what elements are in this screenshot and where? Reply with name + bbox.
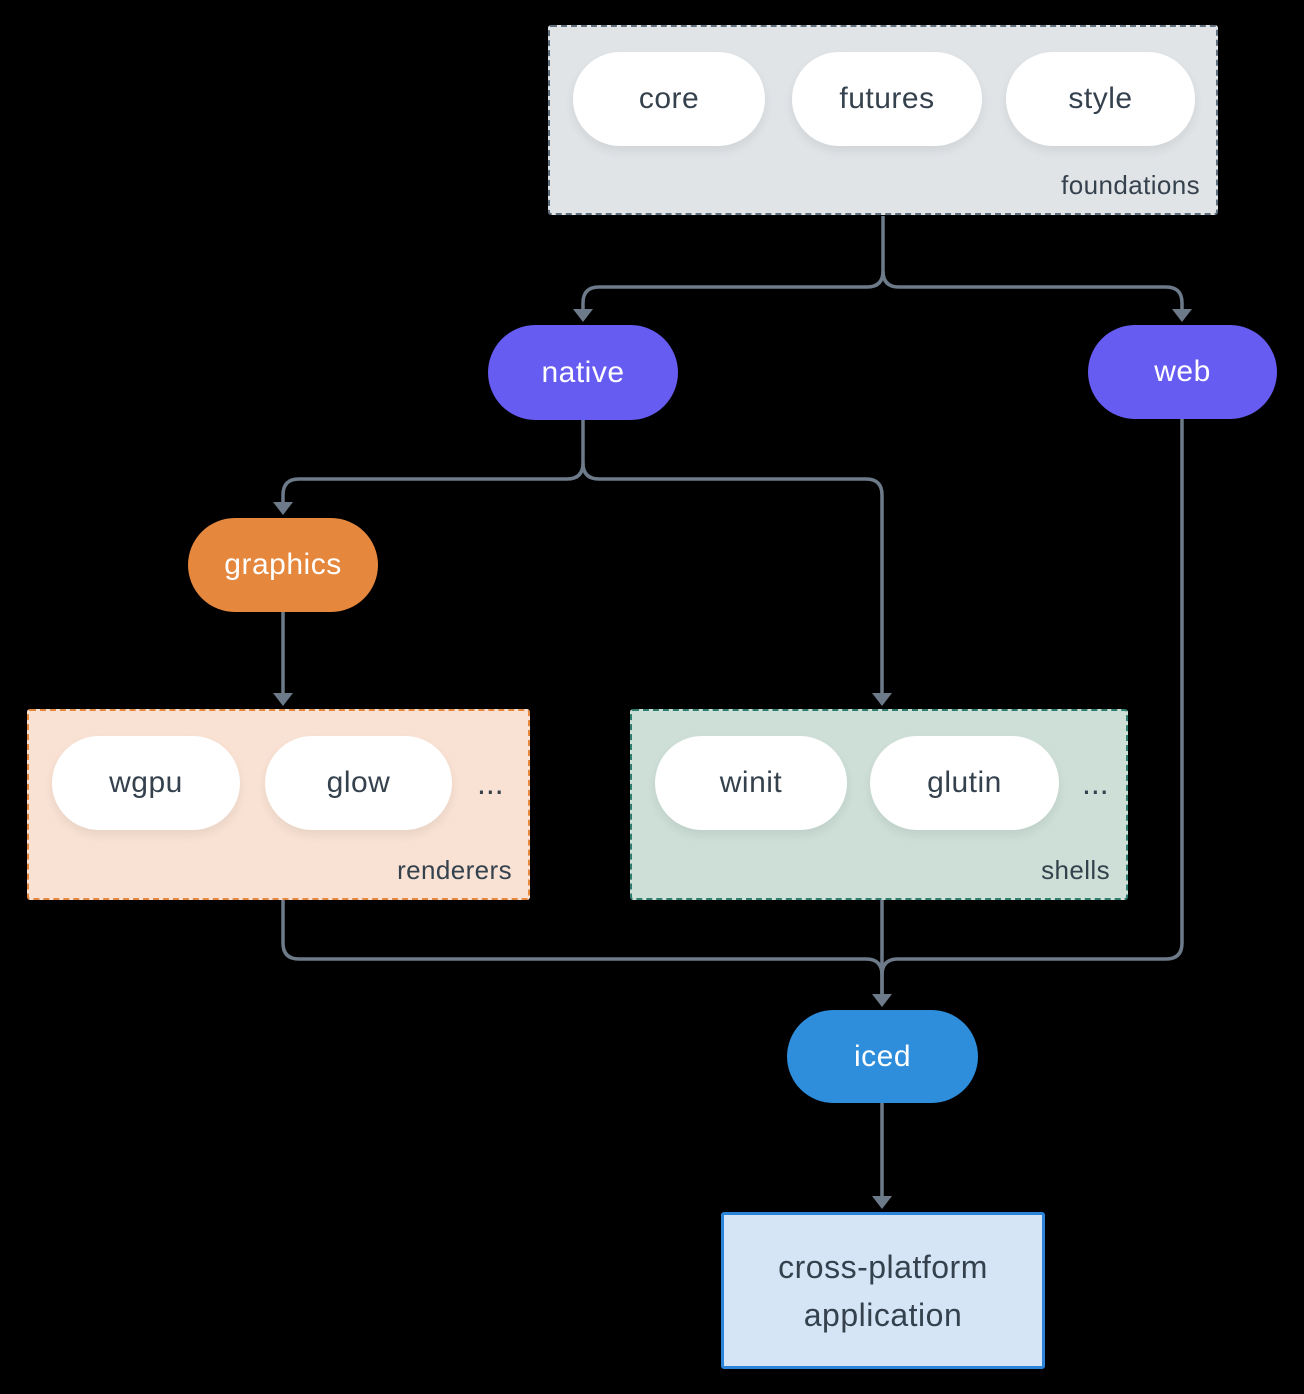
edge-foundations-web — [881, 270, 1184, 310]
arrowhead-iced — [872, 994, 892, 1007]
pill-style: style — [1006, 52, 1195, 146]
edge-renderers-iced — [281, 900, 884, 995]
shells-label: shells — [1041, 855, 1110, 885]
foundations-label: foundations — [1061, 170, 1200, 200]
renderers-group: wgpu glow ... renderers — [27, 709, 530, 900]
edge-web-iced — [880, 418, 1184, 976]
arrowhead-renderers — [273, 693, 293, 706]
node-native: native — [488, 325, 678, 420]
arrowhead-shells — [872, 693, 892, 706]
pill-wgpu: wgpu — [52, 736, 240, 830]
renderers-ellipsis: ... — [477, 764, 504, 801]
renderers-label: renderers — [397, 855, 512, 885]
pill-glutin: glutin — [870, 736, 1059, 830]
cross-platform-application-box: cross-platform application — [721, 1212, 1045, 1369]
pill-core: core — [573, 52, 765, 146]
app-label-line2: application — [803, 1296, 963, 1333]
pill-glow: glow — [265, 736, 452, 830]
pill-futures: futures — [792, 52, 982, 146]
edge-native-shells — [581, 462, 884, 694]
node-iced: iced — [787, 1010, 978, 1103]
arrowhead-graphics — [273, 502, 293, 515]
arrowhead-native — [573, 309, 593, 322]
node-web: web — [1088, 325, 1277, 419]
shells-ellipsis: ... — [1082, 764, 1109, 801]
pill-winit: winit — [655, 736, 847, 830]
edge-native-graphics — [281, 420, 585, 503]
node-graphics: graphics — [188, 518, 378, 612]
arrowhead-web — [1172, 309, 1192, 322]
edge-foundations-native — [581, 216, 885, 310]
app-label-line1: cross-platform — [778, 1248, 988, 1285]
arrowhead-app — [872, 1196, 892, 1209]
shells-group: winit glutin ... shells — [630, 709, 1128, 900]
foundations-group: core futures style foundations — [548, 25, 1218, 215]
